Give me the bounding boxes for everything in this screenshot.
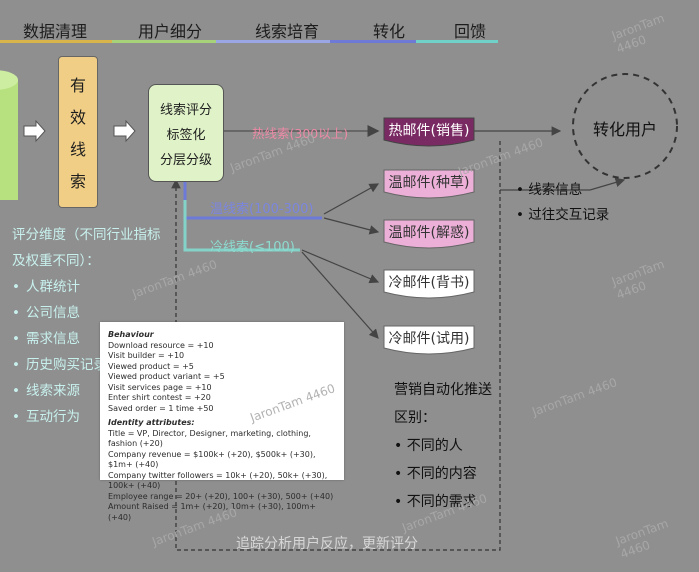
cold-lead-line (183, 200, 300, 252)
branch-warm-1 (323, 183, 380, 215)
stage-user-segmentation: 用户细分 (137, 22, 202, 41)
valid-leads-char: 有 (69, 76, 86, 95)
automation-notes: 营销自动化推送 区别： • 不同的人 • 不同的内容 • 不同的需求 (394, 376, 492, 516)
bullet-icon: • (12, 331, 20, 347)
stage-line-cleaning (0, 40, 112, 43)
info-to-converted-arrow (500, 177, 626, 191)
warm-mail-shape-2 (383, 219, 475, 249)
scoring-title-line2: 及权重不同）： (12, 253, 100, 269)
bullet-icon: • (12, 383, 20, 399)
automation-title: 营销自动化推送 (394, 382, 492, 398)
behaviour-rule: Download resource = +10 (108, 340, 214, 350)
database-icon (0, 70, 18, 200)
conversion-info-history: • 过往交互记录 (516, 207, 610, 223)
bullet-icon: • (12, 279, 20, 295)
scoring-item: •需求信息 (12, 331, 80, 347)
bullet-icon: • (12, 357, 20, 373)
stage-line-conversion (330, 40, 416, 43)
behaviour-rule: Viewed product variant = +5 (108, 372, 225, 381)
warm-lead-label: 温线索(100-300) (210, 202, 314, 217)
behaviour-rule: Saved order = 1 time +50 (108, 403, 214, 413)
scoring-item: •互动行为 (12, 409, 80, 425)
automation-item: • 不同的内容 (394, 466, 477, 482)
hot-mail-shape (383, 117, 475, 147)
scoring-item: •人群统计 (12, 279, 80, 295)
stage-feedback: 回馈 (453, 22, 486, 41)
conversion-info-lead: • 线索信息 (516, 182, 583, 198)
identity-rule: Employee range = 20+ (+20), 100+ (+30), … (108, 491, 334, 501)
branch-warm-2 (323, 217, 380, 235)
converted-users-label: 转化用户 (592, 120, 657, 139)
behaviour-rule: Enter shirt contest = +20 (108, 393, 211, 402)
branch-cold-1 (301, 249, 380, 284)
right-arrow-icon (23, 119, 46, 143)
scoring-item: •历史购买记录 (12, 357, 107, 373)
behaviour-rule: Visit builder = +10 (108, 351, 185, 360)
lead-scoring-box: 线索评分 标签化 分层分级 (148, 84, 224, 182)
right-arrow-icon (113, 119, 136, 143)
cold-mail-trial-label: 冷邮件(试用) (388, 331, 470, 347)
bullet-icon: • (12, 409, 20, 425)
identity-title: Identity attributes: (108, 418, 195, 427)
stage-data-cleaning: 数据清理 (22, 22, 87, 41)
identity-rule: Amount Raised = 1m+ (+20), 10m+ (+30), 1… (108, 502, 316, 522)
scoring-rules-panel: Behaviour Download resource = +10 Visit … (100, 322, 344, 522)
tagging-label: 标签化 (166, 127, 206, 143)
stage-conversion: 转化 (372, 22, 405, 41)
branch-cold-2 (301, 251, 379, 339)
warm-mail-shape-1 (383, 169, 475, 199)
cold-mail-endorse-label: 冷邮件(背书) (388, 275, 470, 291)
behaviour-rule: Viewed product = +5 (108, 361, 194, 371)
cold-mail-shape-1 (383, 269, 475, 299)
behaviour-title: Behaviour (108, 330, 154, 339)
lead-scoring-label: 线索评分 (159, 102, 212, 118)
scoring-dimensions: 评分维度（不同行业指标 及权重不同）： •人群统计 •公司信息 •需求信息 •历… (12, 222, 161, 430)
converted-users-circle (572, 73, 678, 179)
automation-item: • 不同的人 (394, 438, 463, 454)
hot-lead-label: 热线索(300以上) (252, 126, 349, 141)
scoring-item: •公司信息 (12, 305, 80, 321)
valid-leads-char: 索 (69, 172, 86, 191)
automation-item: • 不同的需求 (394, 494, 477, 510)
tiering-label: 分层分级 (159, 152, 212, 168)
warm-mail-faq-label: 温邮件(解惑) (388, 225, 470, 241)
valid-leads-box: 有 效 线 索 (58, 56, 98, 208)
valid-leads-char: 效 (69, 108, 86, 127)
scoring-item: •线索来源 (12, 383, 80, 399)
cold-lead-label: 冷线索(≤100) (210, 240, 295, 255)
stage-line-nurturing (216, 40, 330, 43)
hot-mail-label: 热邮件(销售) (388, 123, 470, 139)
stage-lead-nurturing: 线索培育 (254, 22, 319, 41)
identity-rule: Company twitter followers = 10k+ (+20), … (108, 470, 328, 491)
scoring-title-line1: 评分维度（不同行业指标 (12, 227, 161, 243)
stage-line-segmentation (112, 40, 216, 43)
identity-rule: Company revenue = $100k+ (+20), $500k+ (… (108, 449, 316, 470)
cold-mail-shape-2 (383, 325, 475, 355)
identity-rule: Title = VP, Director, Designer, marketin… (108, 428, 311, 449)
warm-mail-seeding-label: 温邮件(种草) (388, 175, 470, 191)
bullet-icon: • (12, 305, 20, 321)
behaviour-rule: Visit services page = +10 (108, 382, 212, 392)
stage-line-feedback (416, 40, 498, 43)
feedback-caption: 追踪分析用户反应，更新评分 (236, 536, 418, 552)
valid-leads-char: 线 (69, 140, 86, 159)
automation-subtitle: 区别： (394, 410, 436, 426)
